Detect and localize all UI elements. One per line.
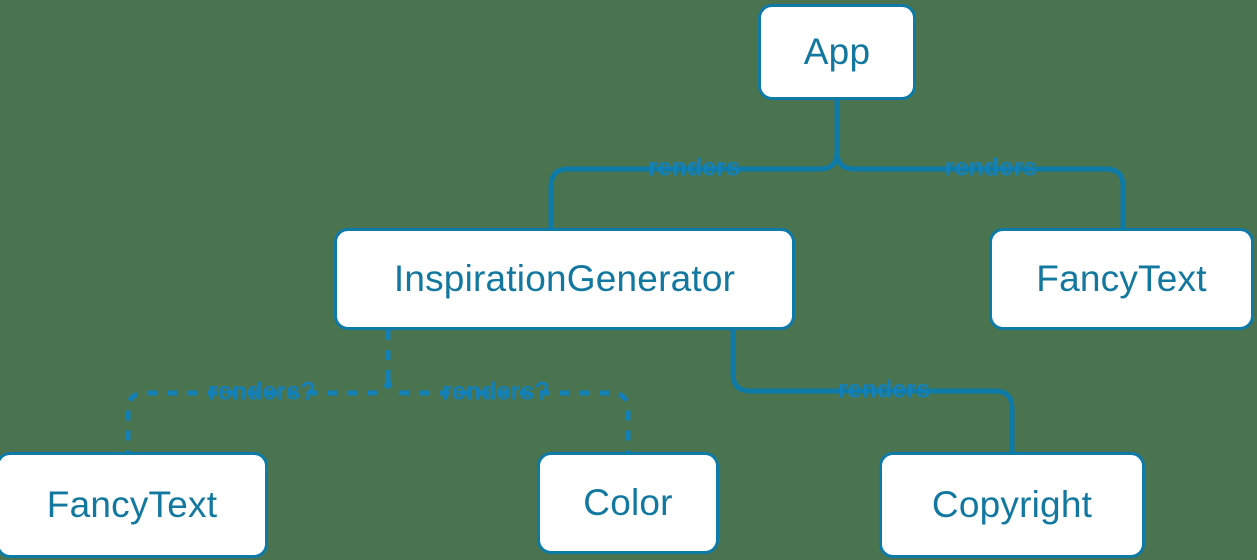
node-app[interactable]: App <box>758 4 916 100</box>
edge-label-app-to-inspiration: renders <box>647 153 741 182</box>
edge-label-inspiration-to-copyright: renders <box>837 375 931 404</box>
edge-label-inspiration-to-fancytext: renders? <box>208 377 316 406</box>
edge-label-app-to-fancytext: renders <box>944 153 1038 182</box>
edge-label-inspiration-to-color: renders? <box>442 377 550 406</box>
node-inspiration-generator[interactable]: InspirationGenerator <box>334 228 795 330</box>
node-copyright[interactable]: Copyright <box>879 452 1145 558</box>
node-fancytext-right[interactable]: FancyText <box>989 228 1254 330</box>
node-color[interactable]: Color <box>537 452 719 554</box>
node-fancytext-bottom[interactable]: FancyText <box>0 452 268 558</box>
